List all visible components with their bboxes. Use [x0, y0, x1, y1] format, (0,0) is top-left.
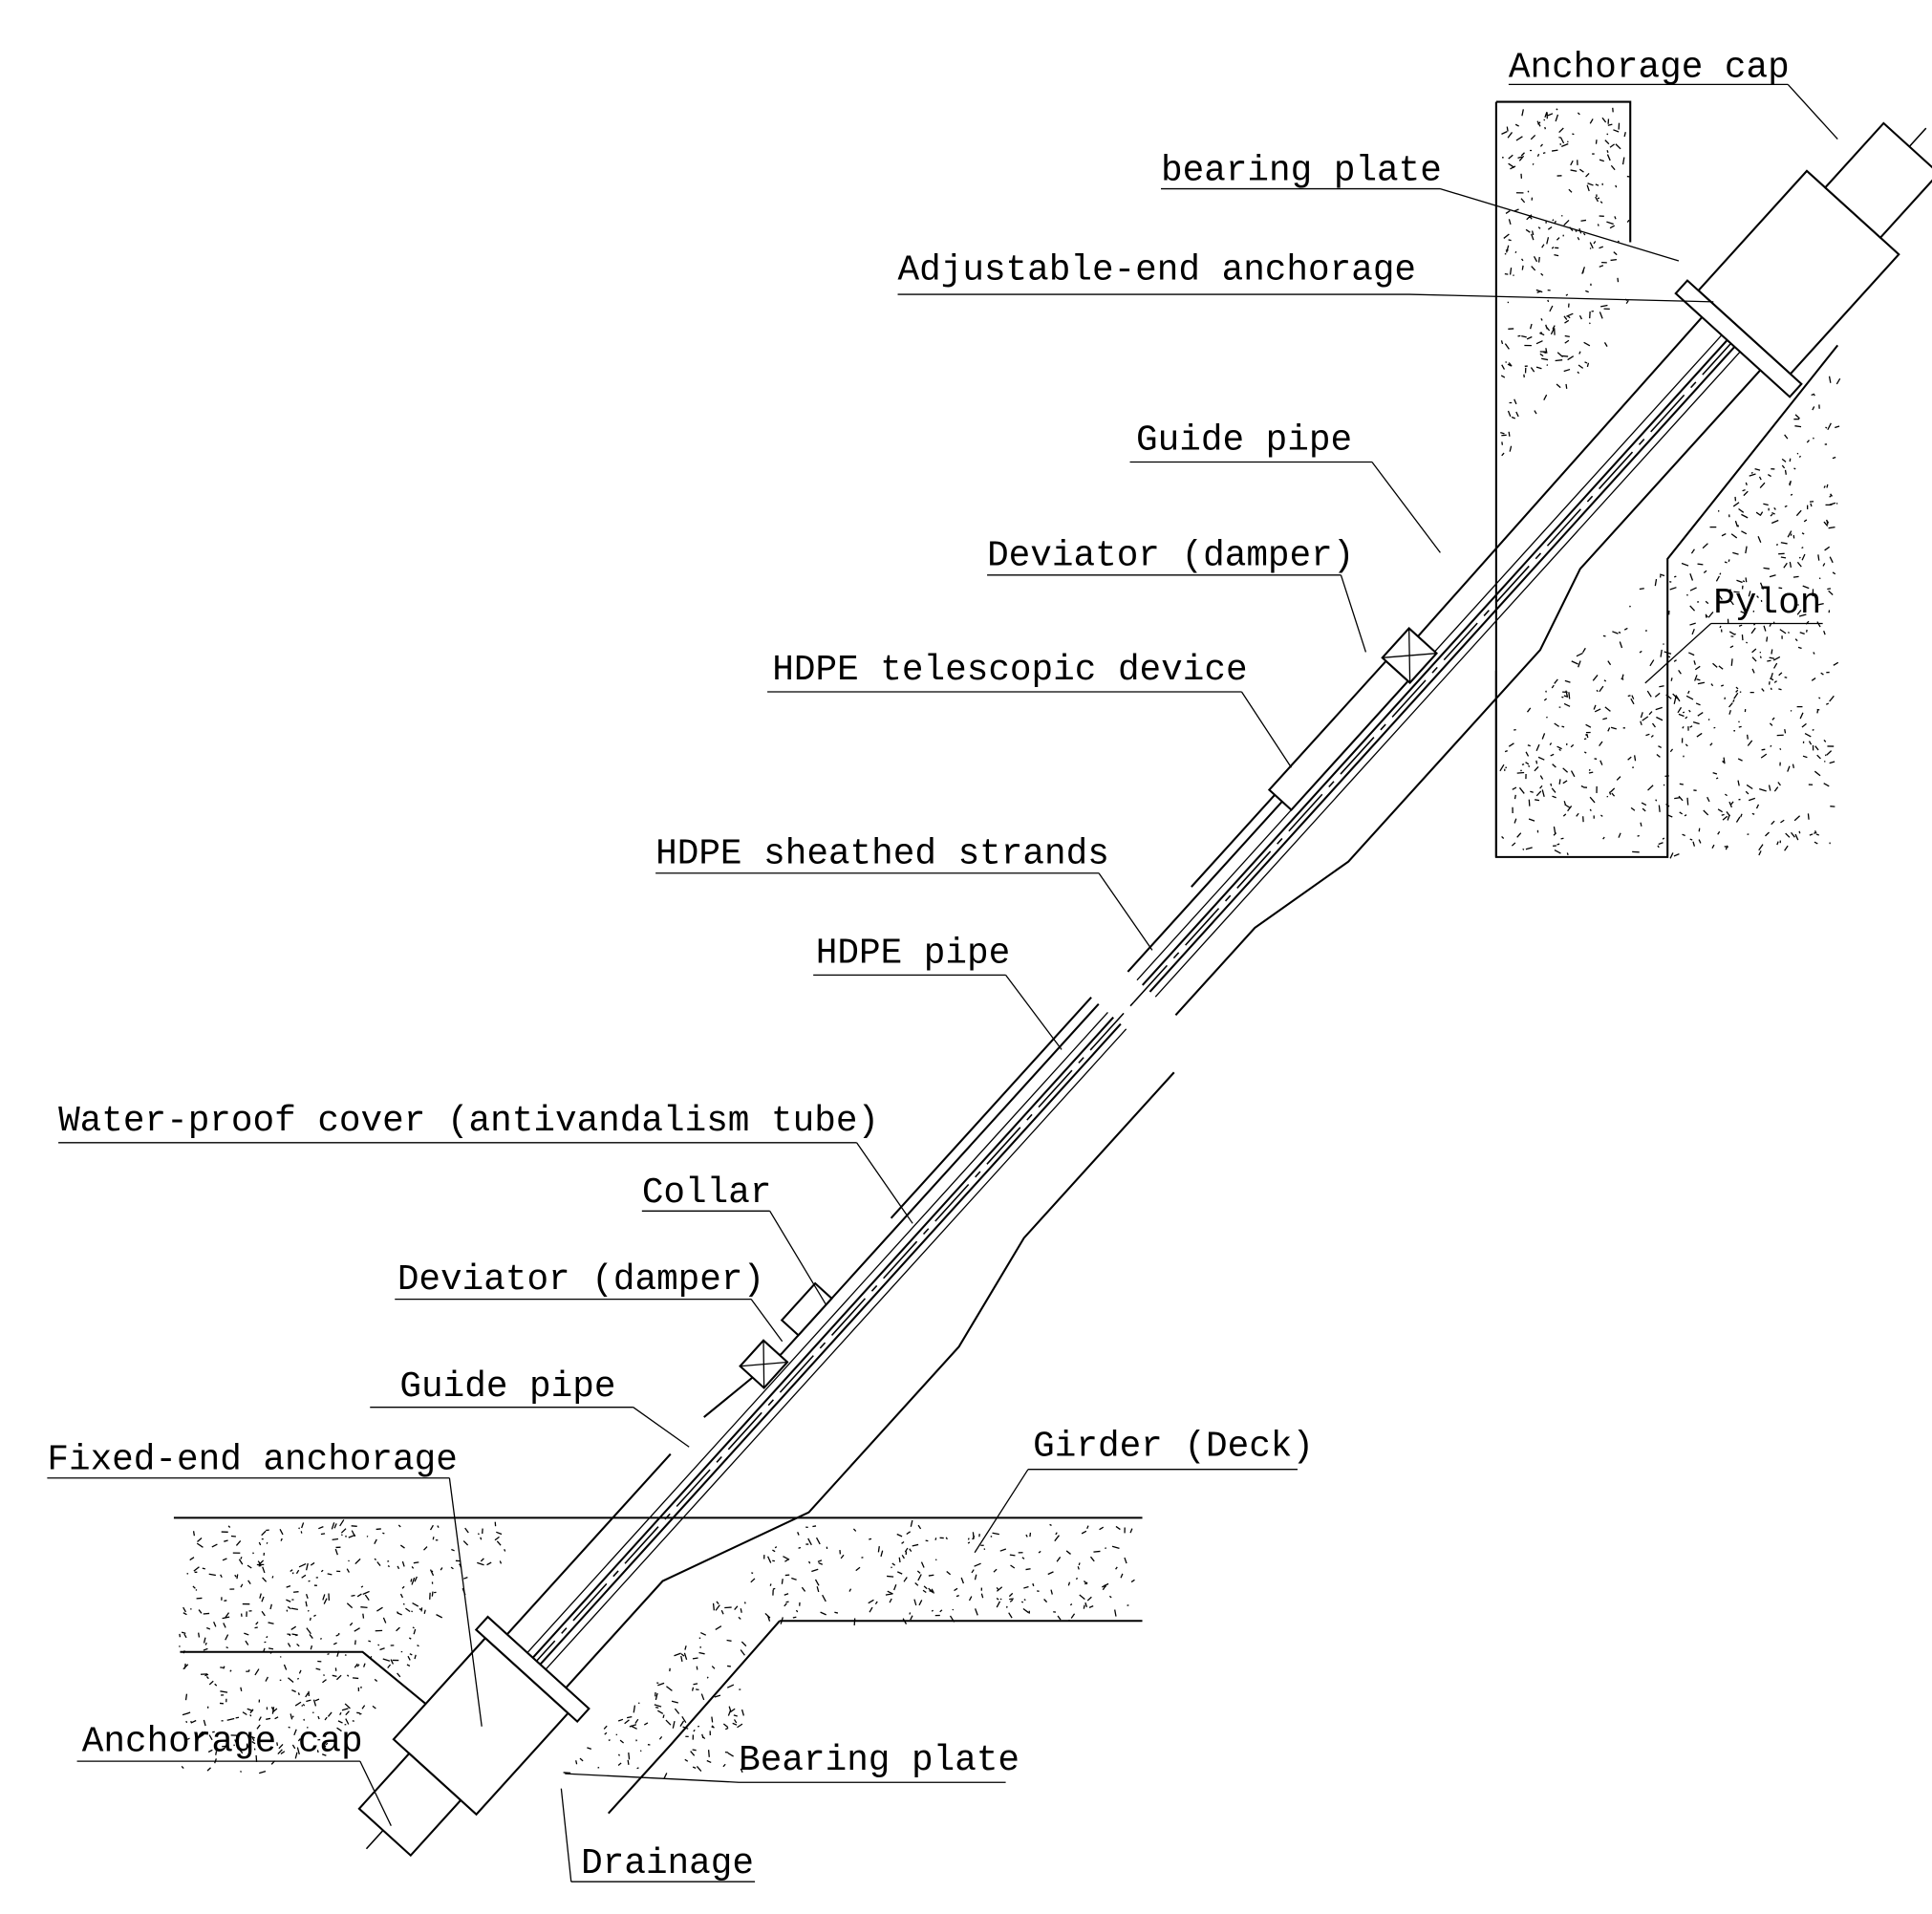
label-text: bearing plate [1161, 151, 1442, 191]
leader-line [987, 574, 1367, 653]
label-text: HDPE sheathed strands [655, 834, 1109, 874]
label-text: Girder (Deck) [1033, 1427, 1314, 1467]
label-text: Guide pipe [1136, 421, 1352, 462]
leader-line [370, 1407, 690, 1448]
label-anchorage-cap-top: Anchorage cap [1508, 49, 1838, 140]
leader-line [76, 1760, 392, 1826]
leader-line [1161, 187, 1680, 262]
leader-line [1644, 622, 1823, 684]
label-drainage: Drainage [560, 1788, 756, 1884]
label-hdpe-telescopic-device: HDPE telescopic device [767, 651, 1293, 768]
leader-line [813, 974, 1063, 1050]
label-water-proof-cover: Water-proof cover (antivandalism tube) [58, 1102, 913, 1224]
labels: Anchorage cap bearing plateAdjustable-end… [47, 49, 1838, 1884]
anchorage-cap-bottom [357, 1752, 462, 1858]
label-guide-pipe-bottom: Guide pipe [370, 1367, 690, 1448]
label-text: Adjustable-end anchorage [898, 250, 1417, 290]
label-hdpe-pipe: HDPE pipe [813, 934, 1063, 1050]
leader-line [767, 691, 1293, 768]
leader-line [58, 1142, 913, 1224]
leader-line [641, 1210, 826, 1305]
label-deviator-top: Deviator (damper) [987, 536, 1367, 653]
bearing-plate-bottom [474, 1615, 590, 1724]
label-text: Collar [642, 1173, 772, 1214]
leader-line [1508, 83, 1838, 140]
label-text: Guide pipe [399, 1367, 615, 1408]
label-pylon: Pylon [1644, 584, 1823, 684]
label-girder: Girder (Deck) [974, 1427, 1314, 1554]
label-deviator-bottom: Deviator (damper) [395, 1260, 784, 1343]
label-text: Anchorage cap [1509, 49, 1790, 89]
pylon [1494, 100, 1841, 859]
cable-lower-segment [357, 996, 1175, 1858]
label-text: Deviator (damper) [987, 536, 1354, 576]
concrete-hatch [179, 1519, 1135, 1779]
label-bearing-plate-top: bearing plate [1161, 151, 1680, 262]
label-text: Water-proof cover (antivandalism tube) [58, 1102, 879, 1142]
collar [780, 1281, 833, 1337]
leader-line [565, 1773, 1006, 1783]
label-text: Bearing plate [739, 1741, 1020, 1781]
label-text: HDPE pipe [816, 934, 1010, 974]
label-adjustable-end-anchorage: Adjustable-end anchorage [897, 250, 1714, 303]
leader-line [560, 1788, 756, 1882]
label-bearing-plate-bottom: Bearing plate [565, 1741, 1020, 1783]
leader-line [655, 872, 1153, 951]
bearing-plate-top [1674, 279, 1803, 398]
leader-line [395, 1298, 784, 1343]
label-text: HDPE telescopic device [772, 651, 1247, 691]
hdpe-telescopic-device [1267, 659, 1410, 812]
label-fixed-end-anchorage: Fixed-end anchorage [47, 1441, 483, 1727]
label-text: Drainage [581, 1844, 754, 1884]
label-anchorage-cap-bottom: Anchorage cap [76, 1723, 392, 1826]
label-text: Deviator (damper) [397, 1260, 764, 1301]
label-collar: Collar [641, 1173, 826, 1305]
label-hdpe-sheathed-strands: HDPE sheathed strands [655, 834, 1153, 951]
leader-line [974, 1469, 1298, 1554]
leader-line [1129, 461, 1441, 553]
label-guide-pipe-top: Guide pipe [1129, 421, 1441, 553]
girder-deck [173, 1516, 1143, 1815]
concrete-hatch [1499, 107, 1841, 859]
label-text: Pylon [1713, 584, 1821, 624]
anchorage-cap-top [1823, 121, 1932, 240]
cable-upper-segment [1127, 121, 1932, 1017]
label-text: Fixed-end anchorage [47, 1441, 457, 1481]
cable [357, 121, 1932, 1858]
label-text: Anchorage cap [82, 1723, 363, 1763]
leader-line [47, 1477, 483, 1727]
leader-line [897, 293, 1714, 303]
